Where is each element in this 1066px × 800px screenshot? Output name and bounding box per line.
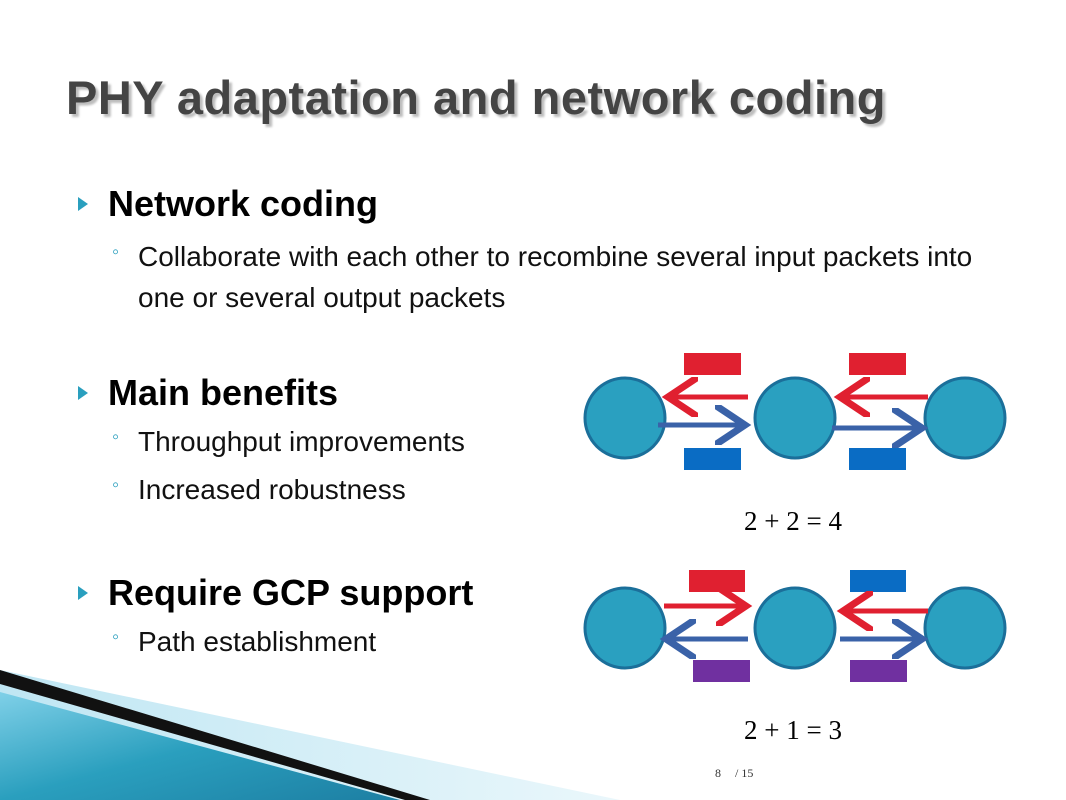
bullet-heading: Require GCP support bbox=[108, 572, 474, 613]
sub-bullet-robustness: ◦ Increased robustness bbox=[112, 469, 578, 510]
node-a bbox=[583, 586, 667, 670]
sub-bullet-path: ◦ Path establishment bbox=[112, 621, 578, 662]
network-coding-diagram-top bbox=[583, 353, 1007, 470]
triangle-bullet-icon bbox=[78, 586, 88, 600]
sub-bullet-text: Throughput improvements bbox=[138, 426, 465, 457]
packet-blue-1 bbox=[850, 570, 906, 592]
sub-bullet-throughput: ◦ Throughput improvements bbox=[112, 421, 578, 462]
packet-blue-2 bbox=[849, 448, 906, 470]
ring-bullet-icon: ◦ bbox=[112, 426, 120, 448]
node-b bbox=[753, 376, 837, 460]
bullet-network-coding: Network coding bbox=[78, 183, 378, 225]
triangle-bullet-icon bbox=[78, 386, 88, 400]
ring-bullet-icon: ◦ bbox=[112, 626, 120, 648]
sub-bullet-collaborate: ◦ Collaborate with each other to recombi… bbox=[112, 236, 998, 318]
sub-bullet-text: Path establishment bbox=[138, 626, 377, 657]
ring-bullet-icon: ◦ bbox=[112, 241, 120, 263]
bullet-heading: Main benefits bbox=[108, 372, 339, 413]
packet-blue-1 bbox=[684, 448, 741, 470]
ring-bullet-icon: ◦ bbox=[112, 474, 120, 496]
sub-bullet-text: Collaborate with each other to recombine… bbox=[138, 241, 973, 313]
packet-red-1 bbox=[684, 353, 741, 375]
node-c bbox=[923, 586, 1007, 670]
equation-bottom: 2 + 1 = 3 bbox=[744, 715, 842, 745]
network-coding-diagram-bottom bbox=[583, 570, 1007, 682]
node-a bbox=[583, 376, 667, 460]
node-c bbox=[923, 376, 1007, 460]
packet-red-1 bbox=[689, 570, 745, 592]
equation-top: 2 + 2 = 4 bbox=[744, 506, 842, 536]
sub-bullet-text: Increased robustness bbox=[138, 474, 406, 505]
page-total: / 15 bbox=[735, 766, 754, 780]
packet-purple-2 bbox=[850, 660, 907, 682]
bullet-heading: Network coding bbox=[108, 183, 379, 224]
packet-red-2 bbox=[849, 353, 906, 375]
page-current: 8 bbox=[715, 766, 721, 780]
packet-purple-1 bbox=[693, 660, 750, 682]
node-b bbox=[753, 586, 837, 670]
page-number: 8 / 15 bbox=[715, 766, 753, 781]
bullet-require-gcp: Require GCP support bbox=[78, 572, 473, 614]
bullet-main-benefits: Main benefits bbox=[78, 372, 338, 414]
triangle-bullet-icon bbox=[78, 197, 88, 211]
decorative-corner-swoosh bbox=[0, 670, 620, 800]
slide-title: PHY adaptation and network coding bbox=[66, 71, 886, 124]
